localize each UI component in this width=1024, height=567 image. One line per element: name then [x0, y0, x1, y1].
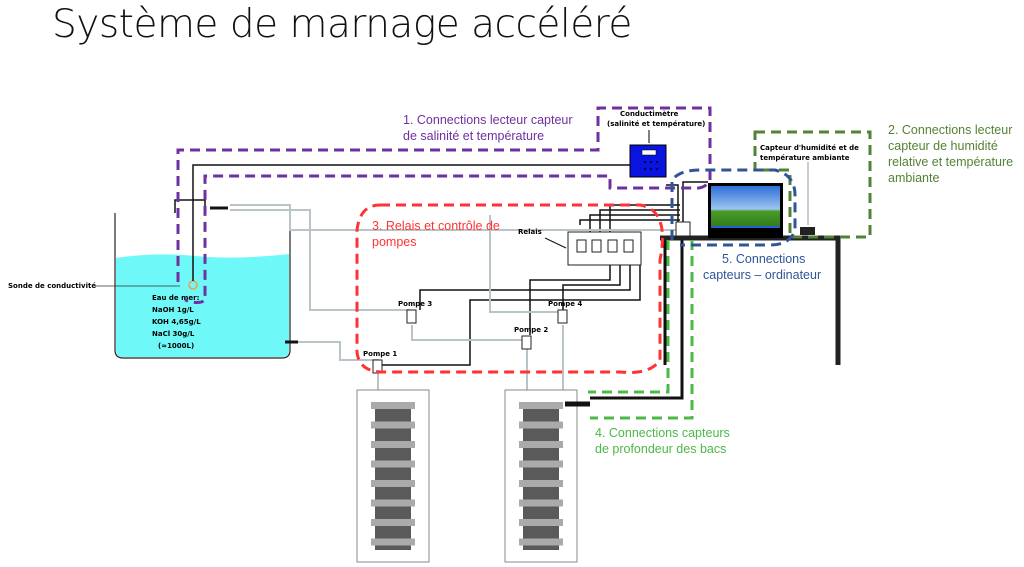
column-ring — [519, 480, 563, 487]
column-ring — [371, 480, 415, 487]
column-ring — [519, 421, 563, 429]
column-ring — [371, 460, 415, 468]
conductimeter — [629, 144, 667, 178]
conductimetre-label-0: Conductimètre — [620, 110, 679, 118]
pompe-1-label: Pompe 1 — [363, 350, 397, 358]
column-ring — [371, 538, 415, 546]
column-ring — [371, 441, 415, 448]
capteur-ambiant-label-0: Capteur d'humidité et de — [760, 144, 859, 152]
column-ring — [371, 499, 415, 507]
column-ring — [519, 441, 563, 448]
tank-label-1: NaOH 1g/L — [152, 306, 194, 314]
laptop — [708, 183, 783, 238]
column-ring — [519, 402, 563, 409]
pompe-3-label: Pompe 3 — [398, 300, 432, 308]
column-ring — [371, 519, 415, 526]
relay-board — [567, 231, 642, 266]
pompe-4-label: Pompe 4 — [548, 300, 582, 308]
column-ring — [371, 421, 415, 429]
capteur-ambiant-label-1: température ambiante — [760, 154, 850, 162]
tank-label-2: KOH 4,65g/L — [152, 318, 201, 326]
column-ring — [519, 538, 563, 546]
column-ring — [371, 402, 415, 409]
tank-label-3: NaCl 30g/L — [152, 330, 195, 338]
zone-1-outline — [176, 106, 712, 304]
bacs — [356, 389, 578, 563]
ambient-sensor — [800, 227, 815, 235]
zone-3-outline — [355, 203, 664, 374]
zone-5-outline — [670, 168, 797, 247]
tank-label-0: Eau de mer: — [152, 294, 200, 302]
column-ring — [519, 519, 563, 526]
column-ring — [519, 499, 563, 507]
sonde-label: Sonde de conductivité — [8, 282, 96, 290]
tank-label-4: (≈1000L) — [158, 342, 194, 350]
slide-title: Système de marnage accéléré — [52, 2, 632, 47]
zone-4-outline — [588, 240, 694, 420]
seawater-tank: Eau de mer: NaOH 1g/L KOH 4,65g/L NaCl 3… — [114, 213, 291, 359]
column-ring — [519, 460, 563, 468]
relais-label: Relais — [518, 228, 542, 236]
pompe-2-label: Pompe 2 — [514, 326, 548, 334]
conductimetre-label-1: (salinité et température) — [607, 120, 705, 128]
